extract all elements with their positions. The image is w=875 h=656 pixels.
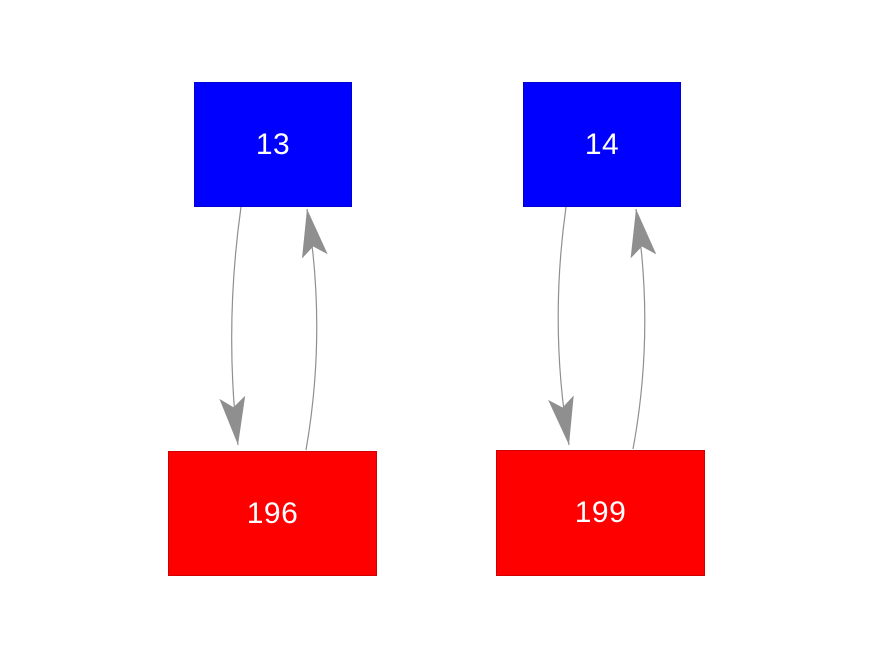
arrowhead-14-199 [548,395,574,445]
arrowhead-196-13 [302,209,328,259]
graph-node-13: 13 [194,82,352,207]
node-label: 13 [255,127,291,161]
arrowhead-13-196 [219,395,246,445]
graph-node-199: 199 [496,450,705,576]
node-label: 196 [246,496,299,530]
arrowhead-199-14 [630,209,657,259]
graph-node-196: 196 [168,451,377,576]
graph-node-14: 14 [523,82,681,207]
node-label: 14 [584,127,620,161]
node-label: 199 [574,496,627,529]
